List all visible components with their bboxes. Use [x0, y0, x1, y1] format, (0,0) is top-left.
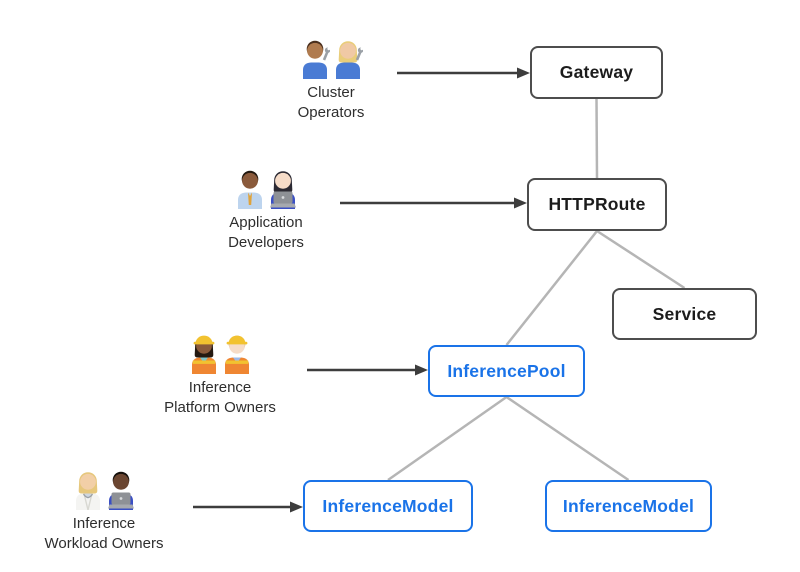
- persona-icons: [73, 468, 136, 510]
- arrow-cluster-operators-to-gateway: [397, 67, 530, 79]
- node-label: HTTPRoute: [548, 194, 646, 214]
- persona-icons: [189, 332, 252, 374]
- arrow-inference-workload-owners-to-inferencemodel-left: [193, 501, 303, 513]
- node-httproute: HTTPRoute: [527, 178, 667, 231]
- arrowhead-icon: [415, 364, 428, 376]
- man-technologist-icon: [107, 471, 134, 510]
- node-label: InferencePool: [447, 360, 566, 381]
- edge-inferencepool-to-inferencemodel-left: [387, 395, 508, 482]
- node-inferencemodel-right: InferenceModel: [545, 480, 712, 532]
- edge-httproute-to-inferencepool: [505, 230, 598, 346]
- persona-label: Inference Platform Owners: [164, 379, 276, 416]
- persona-label: Inference Workload Owners: [44, 515, 164, 552]
- arrow-inference-platform-owners-to-inferencepool: [307, 364, 428, 376]
- persona-inference-platform-owners: Inference Platform Owners: [130, 332, 310, 418]
- persona-label: Application Developers: [228, 214, 304, 251]
- node-label: InferenceModel: [562, 495, 695, 516]
- node-label: Gateway: [559, 62, 634, 82]
- woman-construction-worker-icon: [191, 335, 216, 374]
- node-label: Service: [652, 303, 717, 324]
- node-service: Service: [612, 288, 757, 340]
- edge-httproute-to-service: [596, 229, 686, 290]
- man-office-worker-icon: [237, 170, 262, 209]
- woman-mechanic-icon: [335, 41, 363, 79]
- arrow-application-developers-to-httproute: [340, 197, 527, 209]
- persona-cluster-operators: Cluster Operators: [241, 37, 421, 123]
- woman-health-worker-icon: [75, 472, 100, 510]
- man-construction-worker-icon: [224, 335, 249, 374]
- node-inferencepool: InferencePool: [428, 345, 585, 397]
- edge-gateway-to-httproute: [595, 98, 599, 179]
- arrowhead-icon: [290, 501, 303, 513]
- persona-icons: [235, 167, 298, 209]
- arrowhead-icon: [514, 197, 527, 209]
- man-mechanic-icon: [302, 40, 330, 79]
- node-gateway: Gateway: [530, 46, 663, 99]
- edge-inferencepool-to-inferencemodel-right: [505, 395, 630, 482]
- persona-label: Cluster Operators: [297, 84, 365, 121]
- node-label: InferenceModel: [322, 495, 454, 516]
- arrowhead-icon: [517, 67, 530, 79]
- persona-application-developers: Application Developers: [176, 167, 356, 253]
- woman-technologist-icon: [269, 171, 296, 209]
- persona-icons: [300, 37, 363, 79]
- node-inferencemodel-left: InferenceModel: [303, 480, 473, 532]
- persona-inference-workload-owners: Inference Workload Owners: [14, 468, 194, 554]
